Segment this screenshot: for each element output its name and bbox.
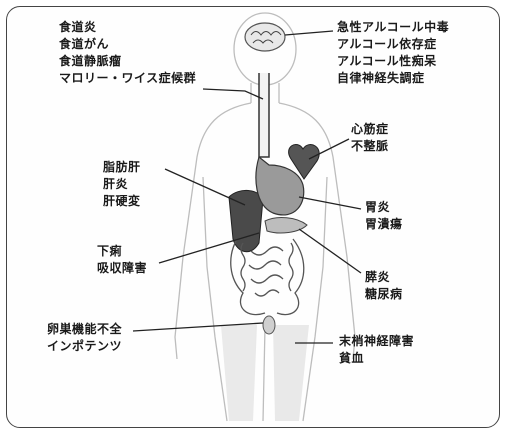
label-stomach-2: 胃潰瘍: [365, 217, 403, 231]
label-pancreas-2: 糖尿病: [365, 287, 403, 301]
body-illustration: [132, 12, 362, 422]
label-heart: 心筋症 不整脈: [351, 121, 389, 155]
label-pancreas: 膵炎 糖尿病: [365, 269, 403, 303]
label-nerves: 末梢神経障害 貧血: [339, 333, 414, 367]
diagram-frame: 食道炎 食道がん 食道静脈瘤 マロリー・ワイス症候群 急性アルコール中毒 アルコ…: [6, 6, 500, 428]
label-brain-4: 自律神経失調症: [337, 71, 425, 85]
leader-line-pancreas: [298, 228, 362, 274]
label-liver-1: 脂肪肝: [103, 160, 141, 174]
leader-line-liver: [164, 168, 246, 206]
stomach-organ: [255, 155, 305, 216]
liver-organ: [228, 190, 264, 253]
label-liver: 脂肪肝 肝炎 肝硬変: [103, 159, 141, 210]
label-liver-2: 肝炎: [103, 177, 129, 191]
leg-shading: [221, 325, 309, 421]
label-esophagus-2: 食道がん: [59, 37, 110, 51]
label-intestine-1: 下痢: [97, 244, 123, 258]
label-pancreas-1: 膵炎: [365, 270, 391, 284]
leader-line-heart: [308, 138, 350, 160]
brain-organ: [244, 22, 286, 52]
label-heart-2: 不整脈: [351, 139, 389, 153]
label-brain-2: アルコール依存症: [337, 37, 437, 51]
label-stomach: 胃炎 胃潰瘍: [365, 199, 403, 233]
label-stomach-1: 胃炎: [365, 200, 391, 214]
label-liver-3: 肝硬変: [103, 194, 141, 208]
label-heart-1: 心筋症: [351, 122, 389, 136]
label-nerves-1: 末梢神経障害: [339, 334, 415, 348]
label-esophagus-3: 食道静脈瘤: [59, 54, 122, 68]
label-intestine: 下痢 吸収障害: [97, 243, 147, 277]
leader-line-stomach: [298, 196, 362, 210]
label-brain-1: 急性アルコール中毒: [337, 20, 450, 34]
reproductive-organ: [262, 315, 276, 335]
esophagus-organ: [258, 73, 270, 158]
label-reproductive-1: 卵巣機能不全: [47, 322, 123, 336]
label-reproductive: 卵巣機能不全 インポテンツ: [47, 321, 122, 355]
label-esophagus-4: マロリー・ワイス症候群: [59, 71, 197, 85]
leader-line-esophagus: [202, 88, 264, 100]
leader-line-intestine: [158, 232, 260, 264]
label-intestine-2: 吸収障害: [97, 261, 148, 275]
label-nerves-2: 貧血: [339, 351, 365, 365]
leader-line-reproductive: [132, 322, 264, 332]
leader-line-brain: [284, 30, 334, 36]
leader-lines: [132, 30, 362, 344]
label-esophagus-1: 食道炎: [59, 20, 97, 34]
heart-organ: [288, 144, 320, 180]
label-esophagus: 食道炎 食道がん 食道静脈瘤 マロリー・ワイス症候群: [59, 19, 196, 87]
intestine-organ: [230, 238, 305, 316]
label-reproductive-2: インポテンツ: [47, 339, 123, 353]
label-brain-3: アルコール性痴呆: [337, 54, 437, 68]
pancreas-organ: [264, 217, 308, 234]
label-brain: 急性アルコール中毒 アルコール依存症 アルコール性痴呆 自律神経失調症: [337, 19, 449, 87]
